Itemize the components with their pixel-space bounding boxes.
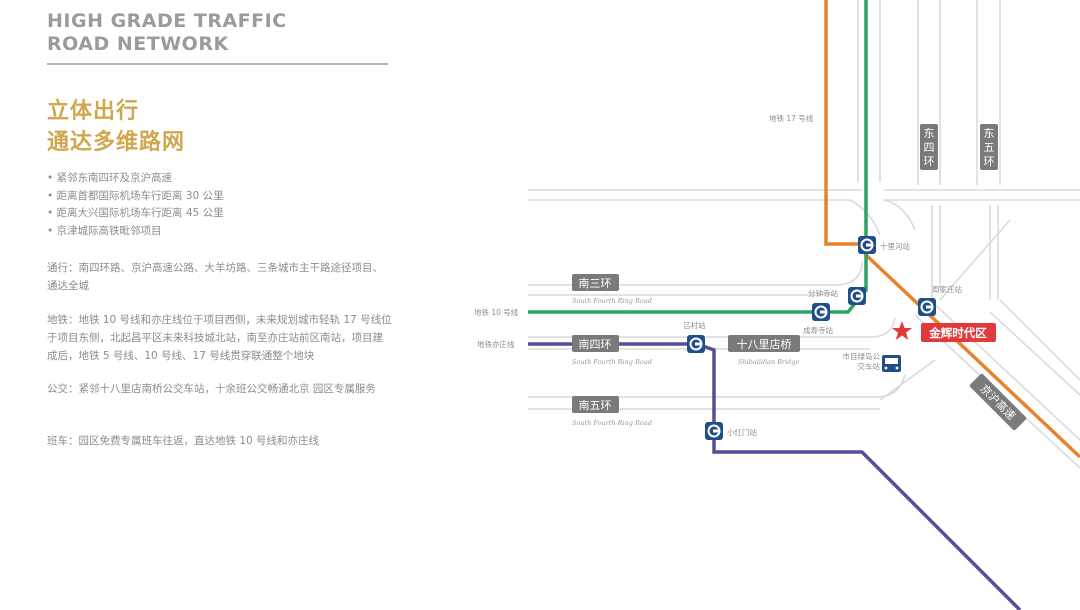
road-edge [869, 317, 896, 338]
road-sub-label: South Fourth Ring Road [572, 358, 652, 366]
road-label-dongwuhuan: 东五环 [980, 124, 998, 170]
road-label-text: 南三环 [579, 277, 612, 290]
metro-station-icon[interactable] [704, 421, 724, 441]
line-17-route [824, 0, 1080, 459]
station-label: 周家庄站 [932, 284, 962, 294]
line-10-label: 地铁 10 号线 [474, 307, 519, 317]
road-label-nansanhuan: 南三环 [572, 274, 619, 291]
feature-item: 距离大兴国际机场车行距离 45 公里 [47, 205, 392, 223]
station-label: 成寿寺站 [803, 325, 833, 335]
paragraph-roads: 通行：南四环路、京沪高速公路、大羊坊路、三条城市主干路途径项目、通达全城 [47, 262, 383, 292]
road-label-nansihuan: 南四环 [572, 335, 619, 352]
yizhuang-line-label: 地铁亦庄线 [477, 339, 515, 349]
english-title-line-2: ROAD NETWORK [47, 33, 229, 55]
english-title-line-1: HIGH GRADE TRAFFIC [47, 10, 287, 32]
road-sub-label: South Fourth Ring Road [572, 297, 652, 305]
road-label-dongsihuan: 东四环 [920, 124, 938, 170]
road-sub-label: Shibalidian Bridge [738, 358, 800, 366]
station-label: 吕村站 [683, 320, 706, 330]
paragraph-bus: 公交：紧邻十八里店南桥公交车站，十余班公交畅通北京 园区专属服务 [47, 383, 376, 395]
road-label-text: 南四环 [579, 338, 612, 351]
station-label: 十里河站 [880, 241, 910, 251]
station-label: 分钟寺站 [808, 288, 838, 298]
metro-station-icon[interactable] [811, 302, 831, 322]
bus-icon[interactable] [882, 355, 901, 372]
road-edge [879, 374, 906, 398]
road-edge [839, 261, 863, 286]
star-icon [892, 321, 912, 340]
road-label-text: 东五环 [984, 127, 995, 168]
project-label: 金辉时代区 [928, 326, 987, 340]
road-network [528, 0, 1080, 469]
bus-stop-label: 市目绿岛公交车站 [842, 352, 881, 371]
title-divider [47, 63, 388, 65]
road-label-text: 东四环 [924, 127, 935, 168]
chinese-title-line-1: 立体出行 [47, 99, 140, 124]
project-marker[interactable]: 金辉时代区 [892, 321, 996, 342]
road-label-shibalidian: 十八里店桥 [728, 335, 800, 352]
feature-item: 紧邻东南四环及京沪高速 [47, 170, 392, 188]
road-edge [883, 199, 916, 231]
line-17-label: 地铁 17 号线 [769, 113, 814, 123]
header-block: HIGH GRADE TRAFFIC ROAD NETWORK [47, 10, 392, 56]
line-10-route [528, 0, 868, 314]
road-edge [989, 311, 1080, 396]
road-label-text: 京沪高速 [977, 381, 1018, 422]
metro-station-icon[interactable] [686, 334, 706, 354]
chinese-title-line-2: 通达多维路网 [47, 130, 186, 155]
paragraph-subway: 地铁：地铁 10 号线和亦庄线位于项目西侧，未来规划城市轻轨 17 号线位于项目… [47, 314, 392, 362]
metro-station-icon[interactable] [847, 286, 867, 306]
feature-item: 距离首都国际机场车行距离 30 公里 [47, 188, 392, 206]
road-edge [939, 219, 1011, 301]
road-sub-label: South Fourth Ring Road [572, 419, 652, 427]
chinese-title: 立体出行 通达多维路网 [47, 96, 185, 158]
yizhuang-line-route [528, 342, 1022, 610]
road-label-text: 十八里店桥 [737, 337, 792, 351]
feature-list: 紧邻东南四环及京沪高速 距离首都国际机场车行距离 30 公里 距离大兴国际机场车… [47, 170, 392, 240]
road-label-text: 南五环 [579, 399, 612, 412]
road-label-nanwuhuan: 南五环 [572, 396, 619, 413]
road-edge [999, 299, 1080, 381]
paragraph-shuttle: 班车：园区免费专属班车往返，直达地铁 10 号线和亦庄线 [47, 435, 320, 447]
road-edge [879, 359, 936, 401]
feature-item: 京津城际高铁毗邻项目 [47, 223, 392, 241]
metro-station-icon[interactable] [857, 235, 877, 255]
station-label: 小红门站 [727, 427, 757, 437]
metro-station-icon[interactable] [917, 297, 937, 317]
bus-stop-label-box: 市目绿岛公交车站 [842, 352, 881, 371]
